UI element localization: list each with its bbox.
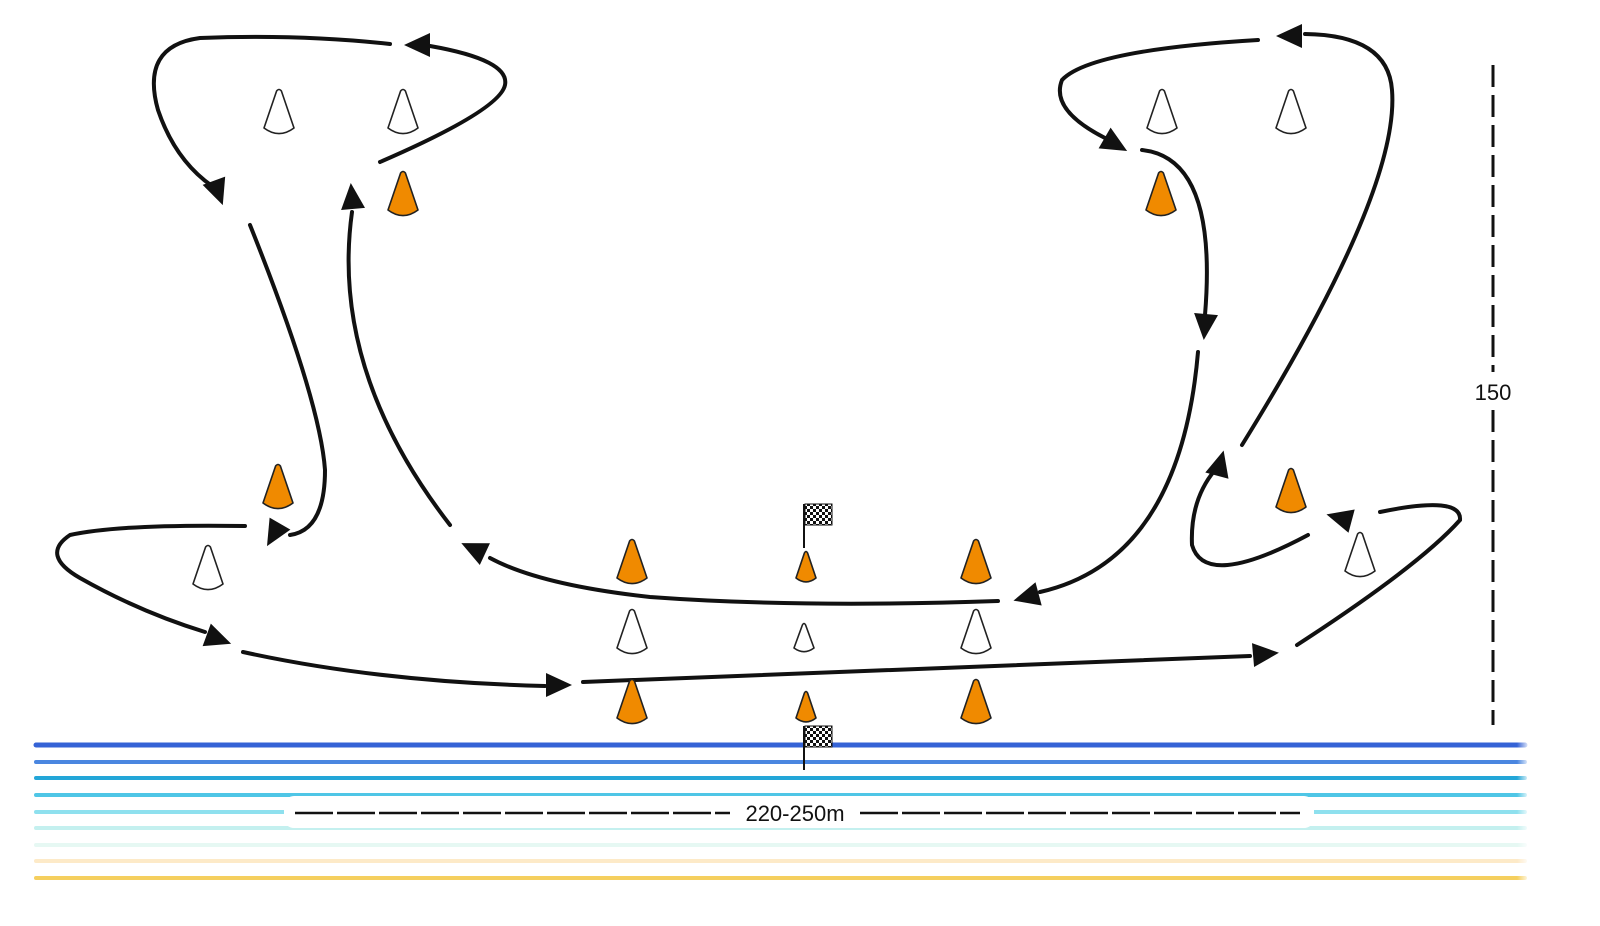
cones	[192, 88, 1376, 725]
direction-arrow-icon	[341, 183, 366, 211]
route-segment	[1140, 148, 1209, 317]
route-segment	[1189, 468, 1310, 568]
shore-line	[34, 874, 1527, 880]
width-dimension-background	[284, 796, 1314, 828]
route-segment	[346, 210, 452, 527]
direction-arrow-icon	[546, 673, 572, 697]
shore-line	[34, 857, 1527, 863]
route-segment	[1038, 350, 1200, 594]
height-label: 150	[1475, 380, 1512, 405]
orange-cone-icon	[616, 678, 648, 725]
width-label: 220-250m	[745, 801, 844, 826]
direction-arrow-icon	[1013, 582, 1042, 606]
direction-arrow-icon	[202, 176, 226, 206]
shore-fade	[1400, 735, 1530, 895]
shore-line	[34, 774, 1527, 780]
direction-arrow-icon	[1251, 643, 1279, 668]
white-cone-icon	[1344, 531, 1376, 578]
orange-cone-icon	[795, 690, 817, 723]
route-segment	[1295, 503, 1462, 647]
orange-cone-icon	[387, 170, 419, 217]
direction-arrow-icon	[1276, 24, 1302, 48]
direction-arrow-icon	[1205, 450, 1229, 479]
orange-cone-icon	[1275, 467, 1307, 514]
width-dimension: 220-250m	[284, 796, 1314, 828]
height-dimension: 150	[1475, 65, 1512, 725]
route-segment	[581, 654, 1252, 684]
white-cone-icon	[387, 88, 419, 135]
route-segment	[378, 44, 508, 164]
white-cone-icon	[1275, 88, 1307, 135]
route-paths	[55, 32, 1462, 688]
shore-line	[34, 758, 1527, 764]
orange-cone-icon	[1145, 170, 1177, 217]
route-segment	[55, 523, 247, 634]
route-segment	[248, 223, 328, 537]
route-segment	[241, 650, 547, 688]
shore-line	[34, 791, 1527, 797]
direction-arrow-icon	[1326, 509, 1355, 533]
route-segment	[1057, 38, 1260, 140]
white-cone-icon	[263, 88, 295, 135]
white-cone-icon	[192, 544, 224, 591]
route-segment	[1240, 32, 1395, 447]
route-segment	[151, 34, 392, 188]
orange-cone-icon	[795, 550, 817, 583]
direction-arrow-icon	[202, 623, 232, 647]
route-segment	[488, 556, 1000, 606]
direction-arrow-icon	[461, 543, 490, 565]
flags	[803, 503, 833, 770]
white-cone-icon	[793, 622, 815, 653]
orange-cone-icon	[616, 538, 648, 585]
white-cone-icon	[1146, 88, 1178, 135]
checkered-flag-icon	[803, 725, 833, 770]
direction-arrow-icon	[267, 517, 291, 547]
shore-line	[33, 741, 1528, 748]
orange-cone-icon	[960, 678, 992, 725]
checkered-flag-icon	[803, 503, 833, 548]
route-arrows	[202, 24, 1355, 697]
white-cone-icon	[616, 608, 648, 655]
white-cone-icon	[960, 608, 992, 655]
shore-line	[34, 841, 1527, 847]
direction-arrow-icon	[404, 33, 430, 57]
orange-cone-icon	[960, 538, 992, 585]
direction-arrow-icon	[1194, 312, 1219, 340]
direction-arrow-icon	[1098, 127, 1128, 151]
orange-cone-icon	[262, 463, 294, 510]
